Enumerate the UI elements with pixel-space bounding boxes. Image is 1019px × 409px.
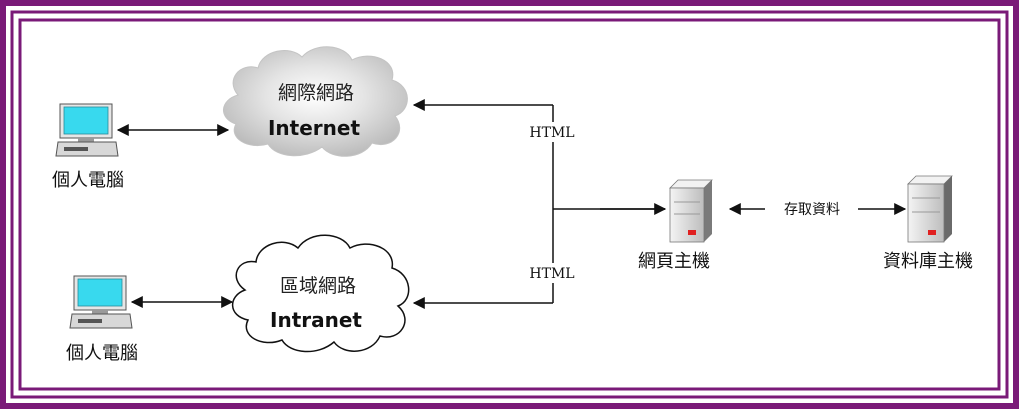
desktop-computer-icon (69, 275, 133, 329)
internet-cloud-title: 網際網路 (278, 82, 354, 104)
internet-html-label: HTML (529, 125, 574, 141)
server-tower-icon (907, 175, 953, 243)
intranet-cloud-shape (231, 234, 410, 353)
web-server-label: 網頁主機 (638, 251, 710, 272)
client-pc-1-label: 個人電腦 (52, 170, 124, 191)
database-server-label: 資料庫主機 (883, 251, 973, 272)
intranet-cloud: 區域網路 Intranet (231, 234, 410, 353)
server-tower-icon (669, 179, 713, 243)
connections (116, 99, 907, 309)
database-server (907, 175, 953, 243)
client-pc-2-label: 個人電腦 (66, 343, 138, 364)
intranet-cloud-name: Intranet (270, 308, 362, 332)
internet-cloud: 網際網路 Internet (223, 46, 408, 157)
web-server (669, 179, 713, 243)
client-pc-2 (69, 275, 133, 329)
intranet-html-label: HTML (529, 266, 574, 282)
internet-cloud-name: Internet (268, 116, 360, 140)
desktop-computer-icon (55, 103, 119, 157)
intranet-cloud-title: 區域網路 (280, 275, 356, 297)
db-access-label: 存取資料 (784, 202, 840, 218)
internet-cloud-shape (223, 46, 408, 157)
html-label-bg-top (524, 122, 580, 142)
client-pc-1 (55, 103, 119, 157)
html-label-bg-bottom (524, 263, 580, 283)
